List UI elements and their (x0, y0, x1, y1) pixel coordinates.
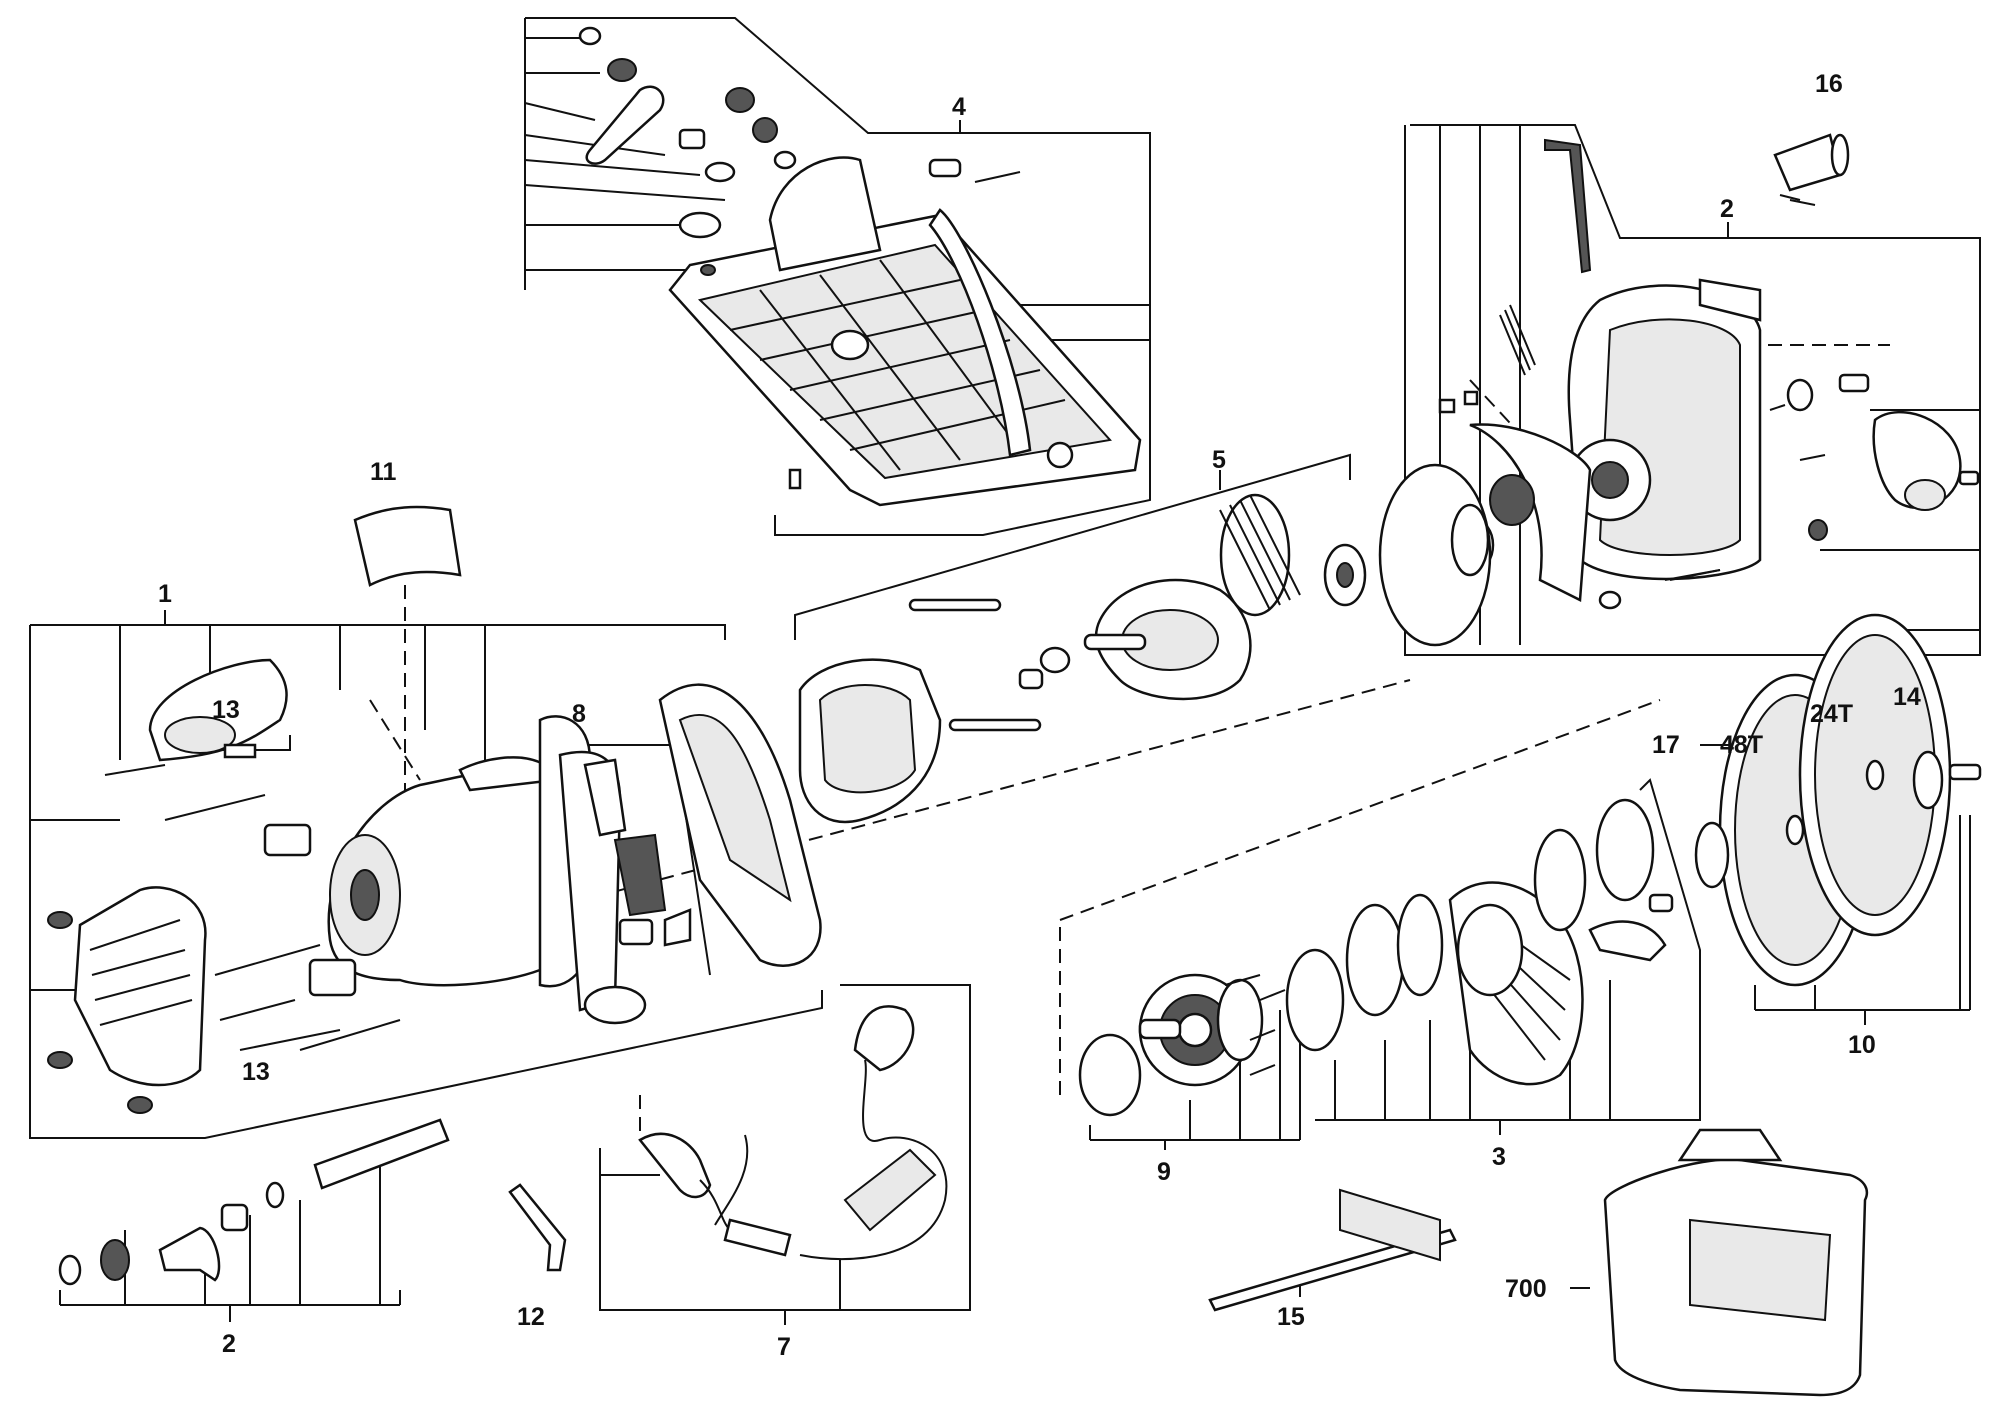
label-5: 5 (1212, 446, 1226, 474)
callout-labels: 1 2 2 3 4 5 7 8 9 10 11 12 13 13 14 15 1… (158, 70, 1921, 1361)
label-4: 4 (952, 93, 966, 121)
motor-armature-assembly (798, 493, 1367, 824)
base-plate-assembly (578, 26, 1142, 507)
lower-guard-assembly (1285, 798, 1674, 1086)
label-700: 700 (1505, 1275, 1547, 1303)
label-15: 15 (1277, 1303, 1305, 1331)
label-blade-24t: 24T (1810, 700, 1853, 728)
switch-assembly (583, 758, 692, 947)
label-13-top: 13 (212, 696, 240, 724)
label-3: 3 (1492, 1143, 1506, 1171)
label-10: 10 (1848, 1031, 1876, 1059)
carry-case-700 (1603, 1128, 1869, 1397)
label-7: 7 (777, 1333, 791, 1361)
label-blade-48t: 48T (1720, 731, 1763, 759)
label-2-bottom: 2 (222, 1330, 236, 1358)
fan-baffle (1378, 463, 1492, 647)
label-8: 8 (572, 700, 586, 728)
label-9: 9 (1157, 1158, 1171, 1186)
gearbox-assembly (1078, 973, 1286, 1117)
label-12: 12 (517, 1303, 545, 1331)
depth-lock-assembly (58, 1118, 450, 1286)
label-13-bottom: 13 (242, 1058, 270, 1086)
motor-housing-assembly (47, 505, 822, 1114)
hex-key-12 (508, 1183, 567, 1272)
brackets (29, 17, 1981, 1325)
label-1: 1 (158, 580, 172, 608)
label-11: 11 (370, 458, 397, 486)
rip-fence-15 (1208, 1188, 1457, 1312)
label-14: 14 (1893, 683, 1921, 711)
saw-blades (1694, 613, 1982, 987)
upper-guard-assembly (1438, 133, 1980, 610)
power-cord-assembly (638, 1005, 948, 1260)
label-2-top: 2 (1720, 195, 1734, 223)
label-17: 17 (1652, 731, 1680, 759)
label-16: 16 (1815, 70, 1843, 98)
